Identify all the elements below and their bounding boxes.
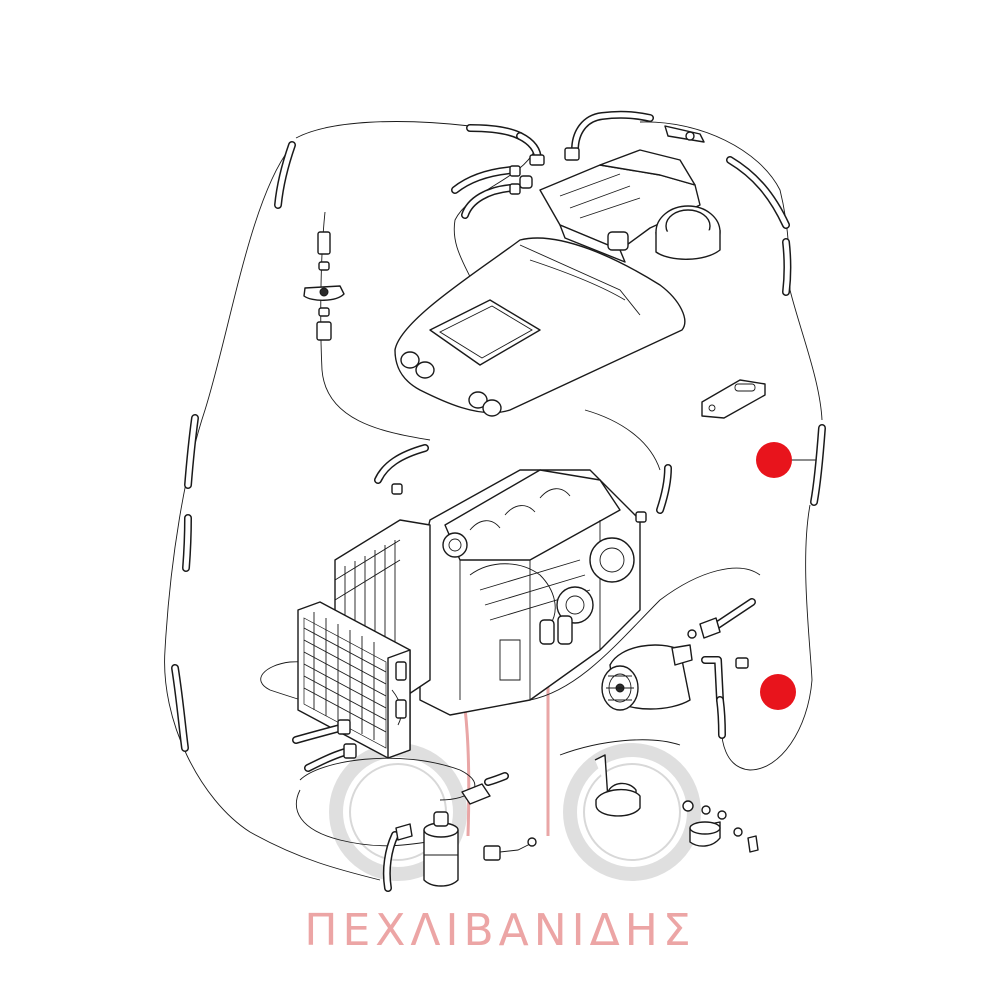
highlight-marker-lower	[760, 674, 796, 710]
mounting-bracket	[701, 379, 766, 419]
pressure-switch	[483, 837, 537, 861]
cab-roof-panel	[394, 237, 686, 417]
engine-heater-hoses	[374, 444, 672, 523]
expansion-valve-stack	[303, 231, 345, 341]
receiver-drier	[382, 811, 459, 892]
compressor-pipes	[687, 598, 756, 739]
watermark-brand-text: ΠΕΧΛΙΒΑΝΙΔΗΣ	[304, 905, 696, 956]
condenser-pipes	[292, 719, 509, 805]
drier-bracket	[594, 754, 641, 817]
upper-hose-assembly	[274, 110, 792, 296]
engine-block	[419, 469, 641, 716]
clamp-bracket	[682, 800, 759, 853]
heater-blower-unit	[539, 149, 721, 263]
watermark-gear-right-icon	[563, 743, 701, 881]
ac-compressor	[601, 644, 693, 711]
routing-wires	[164, 121, 823, 881]
left-vertical-hoses	[171, 414, 199, 752]
condenser	[297, 601, 411, 759]
highlight-marker-upper	[756, 442, 792, 478]
